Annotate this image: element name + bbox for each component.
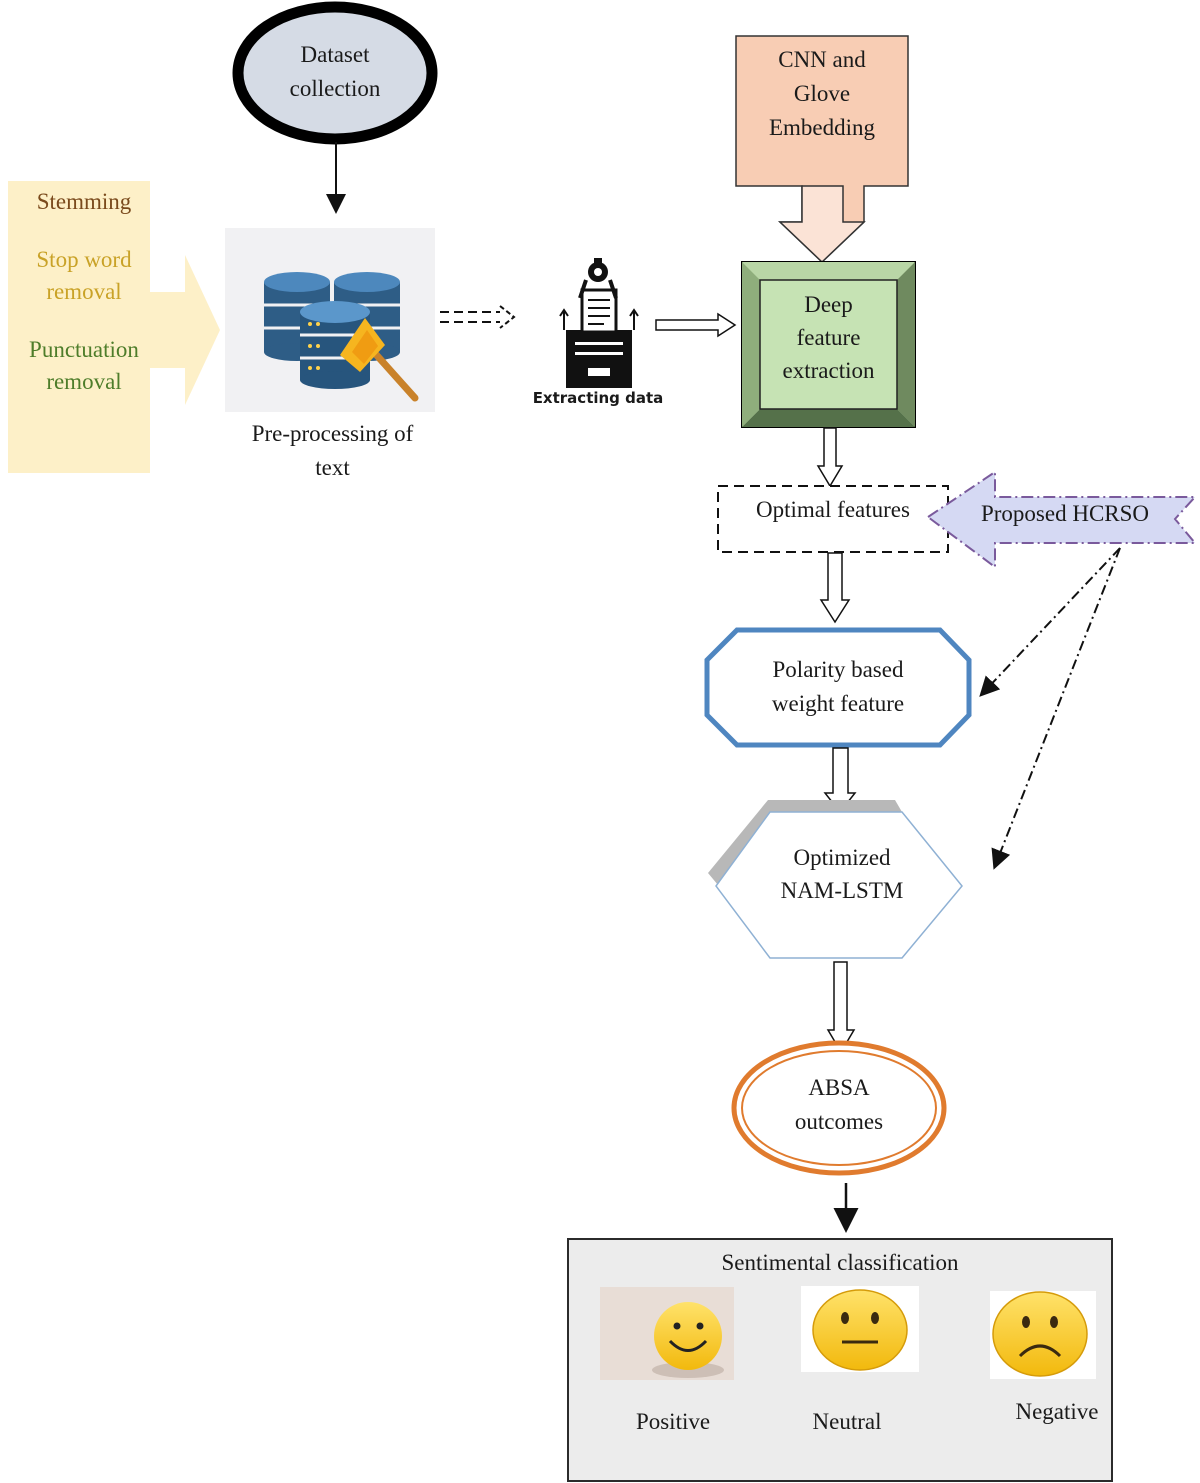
database-icon bbox=[264, 272, 400, 389]
preprocessing-label-line2: text bbox=[315, 455, 350, 480]
deep-label-line1: Deep bbox=[804, 292, 853, 317]
dataset-label-line1: Dataset bbox=[300, 42, 370, 67]
arrow-preprocessing-to-extracting bbox=[440, 305, 516, 329]
namlstm-label-line1: Optimized bbox=[793, 845, 891, 870]
deep-label: Deep feature extraction bbox=[760, 288, 897, 387]
preprocessing-label-line1: Pre-processing of bbox=[251, 421, 414, 446]
stopword-label-line2: removal bbox=[46, 279, 122, 304]
dataset-label-line2: collection bbox=[289, 76, 381, 101]
cnn-glove-arrowhead bbox=[778, 185, 866, 264]
punctuation-label-line1: Punctuation bbox=[29, 337, 139, 362]
negative-face-icon bbox=[990, 1291, 1096, 1379]
neutral-label: Neutral bbox=[812, 1409, 882, 1434]
stopword-label-line1: Stop word bbox=[36, 247, 132, 272]
prep-steps-panel bbox=[8, 181, 150, 473]
prep-steps-arrow bbox=[150, 255, 220, 405]
deep-label-line3: extraction bbox=[782, 358, 875, 383]
arrow-hcrso-to-polarity bbox=[979, 547, 1121, 697]
cnn-label-line1: CNN and bbox=[778, 47, 866, 72]
namlstm-node bbox=[708, 800, 963, 959]
arrow-deep-to-optimal bbox=[816, 427, 844, 488]
absa-node bbox=[731, 1040, 947, 1176]
arrow-extracting-to-deep bbox=[655, 312, 737, 338]
optimal-label: Optimal features bbox=[756, 497, 910, 522]
extracting-label: Extracting data bbox=[532, 389, 664, 407]
prep-steps-labels: Stemming Stop word removal Punctuation r… bbox=[8, 186, 160, 398]
dataset-label: Dataset collection bbox=[255, 38, 415, 106]
cnn-label-line3: Embedding bbox=[768, 115, 876, 140]
arrow-optimal-to-polarity bbox=[819, 552, 851, 624]
deep-feature-node bbox=[741, 261, 916, 428]
arrow-hcrso-to-namlstm bbox=[991, 547, 1121, 870]
optimal-features-node bbox=[717, 485, 949, 553]
polarity-label-line1: Polarity based bbox=[772, 657, 904, 682]
stemming-label: Stemming bbox=[36, 189, 132, 214]
polarity-label-line2: weight feature bbox=[771, 691, 905, 716]
absa-label-line2: outcomes bbox=[794, 1109, 884, 1134]
neutral-face-icon bbox=[801, 1286, 919, 1372]
cnn-label: CNN and Glove Embedding bbox=[736, 43, 908, 145]
absa-label: ABSA outcomes bbox=[759, 1071, 919, 1139]
namlstm-label-line2: NAM-LSTM bbox=[780, 878, 904, 903]
extracting-data-icon bbox=[559, 258, 639, 388]
positive-face-icon bbox=[600, 1287, 734, 1380]
positive-label: Positive bbox=[635, 1409, 711, 1434]
arrow-namlstm-to-absa bbox=[826, 961, 856, 1054]
punctuation-label-line2: removal bbox=[46, 369, 122, 394]
negative-label: Negative bbox=[1015, 1399, 1099, 1424]
preprocessing-label: Pre-processing of text bbox=[225, 417, 440, 485]
polarity-label: Polarity based weight feature bbox=[707, 653, 969, 721]
namlstm-label: Optimized NAM-LSTM bbox=[742, 841, 942, 907]
deep-label-line2: feature bbox=[796, 325, 861, 350]
dataset-node bbox=[232, 1, 438, 145]
cnn-label-line2: Glove bbox=[793, 81, 851, 106]
hcrso-node bbox=[926, 470, 1198, 569]
absa-label-line1: ABSA bbox=[808, 1075, 870, 1100]
polarity-node bbox=[704, 627, 972, 748]
broom-icon bbox=[340, 318, 419, 402]
hcrso-label: Proposed HCRSO bbox=[980, 501, 1150, 526]
classification-title: Sentimental classification bbox=[721, 1250, 959, 1275]
